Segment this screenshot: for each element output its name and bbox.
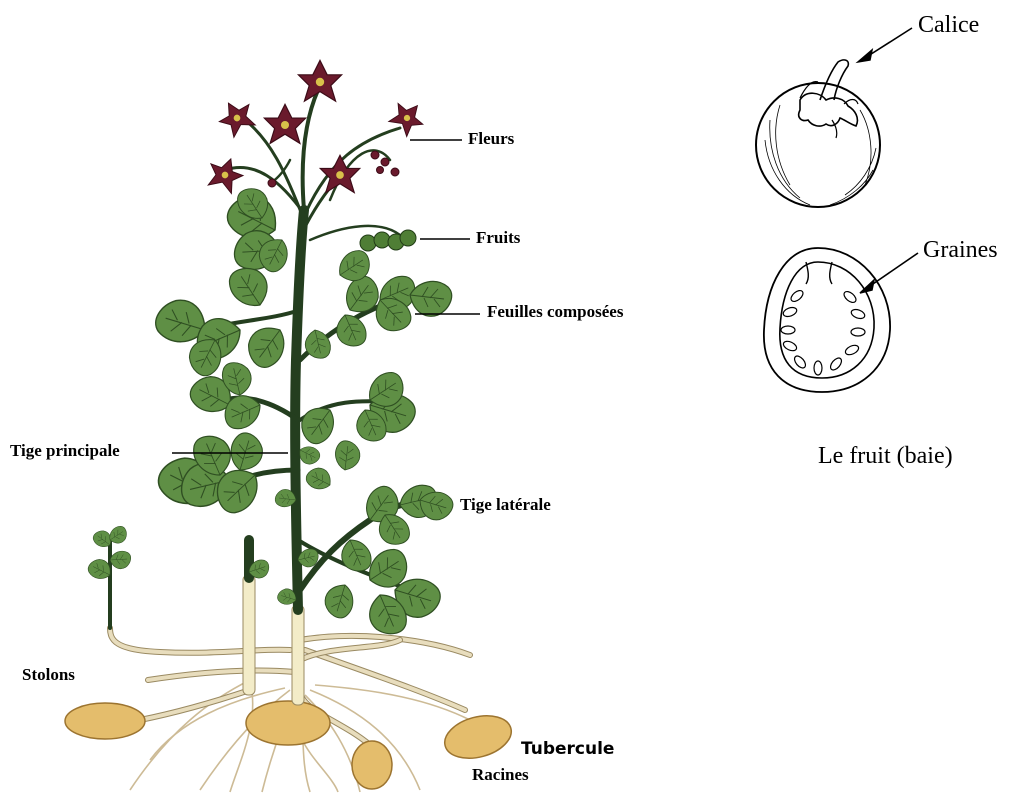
label-stolons: Stolons <box>22 665 75 684</box>
tuber-left <box>65 703 145 739</box>
label-feuilles-composees: Feuilles composées <box>487 302 624 321</box>
label-tige-laterale: Tige latérale <box>460 495 551 514</box>
berry-cross-section <box>764 248 890 392</box>
label-fruits: Fruits <box>476 228 521 247</box>
label-tubercule: Tubercule <box>521 739 614 759</box>
label-fleurs: Fleurs <box>468 129 515 148</box>
label-racines: Racines <box>472 765 529 784</box>
whole-berry <box>756 60 880 207</box>
potato-plant <box>65 60 516 792</box>
label-graines: Graines <box>923 237 998 263</box>
fruit-caption: Le fruit (baie) <box>818 443 953 469</box>
main-stem <box>295 210 304 610</box>
tuber-center <box>246 701 330 745</box>
underground-stem-main <box>292 605 304 705</box>
underground-stem-left <box>243 575 255 695</box>
green-fruits <box>360 230 416 251</box>
tubers <box>65 701 516 789</box>
seeds <box>781 288 866 375</box>
callout-calice: Calice <box>858 12 979 62</box>
young-shoot <box>86 523 132 628</box>
label-tige-principale: Tige principale <box>10 441 120 460</box>
tuber-right <box>440 709 516 765</box>
callout-graines: Graines <box>860 237 998 293</box>
label-calice: Calice <box>918 12 979 38</box>
tuber-small <box>352 741 392 789</box>
